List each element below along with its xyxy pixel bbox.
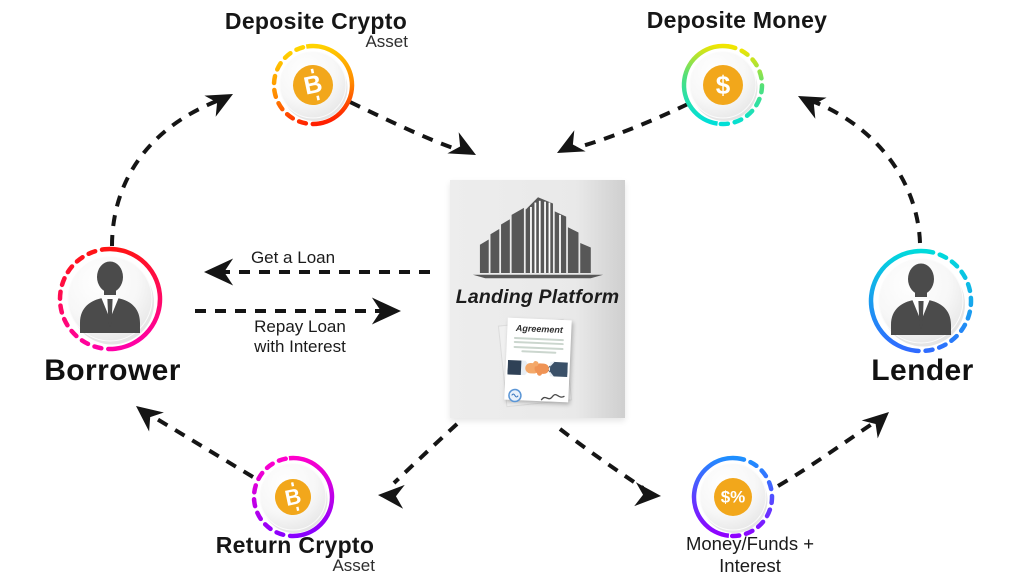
deposit-crypto-label: Deposite Crypto <box>224 8 408 34</box>
dollar-percent-icon: $% <box>691 455 775 539</box>
dollar-icon: $ <box>681 43 765 127</box>
svg-text:$: $ <box>716 70 731 100</box>
arrow-lender-to-deposit-money <box>792 85 922 244</box>
arrow-return-crypto-to-borrower <box>128 396 255 479</box>
stamp-icon <box>507 388 522 403</box>
deposit-crypto-badge: B <box>267 39 359 131</box>
building-icon <box>472 197 603 279</box>
agreement-title: Agreement <box>515 323 563 336</box>
money-funds-label: Money/Funds + Interest <box>645 533 855 577</box>
repay-loan-line1: Repay Loan <box>254 317 346 336</box>
person-icon <box>868 248 974 354</box>
money-funds-badge: $% <box>687 451 779 543</box>
get-a-loan-label: Get a Loan <box>250 248 336 267</box>
deposit-money-badge: $ <box>677 39 769 131</box>
borrower-label: Borrower <box>44 354 181 387</box>
arrow-platform-to-return-crypto <box>377 422 459 509</box>
return-crypto-badge: B <box>247 451 339 543</box>
deposit-crypto-sublabel: Asset <box>365 32 408 51</box>
bitcoin-icon: B <box>271 43 355 127</box>
document-text-lines <box>513 336 564 354</box>
arrow-get-a-loan <box>204 258 434 286</box>
bitcoin-icon: B <box>251 455 335 539</box>
arrow-deposit-money-to-platform <box>551 102 689 164</box>
svg-text:B: B <box>301 69 324 100</box>
svg-text:$%: $% <box>721 488 746 507</box>
person-icon <box>57 246 163 352</box>
lender-badge <box>863 243 979 359</box>
repay-loan-label: Repay Loan with Interest <box>210 317 390 357</box>
money-funds-line2: Interest <box>719 555 781 576</box>
svg-text:B: B <box>283 483 304 511</box>
arrow-repay-loan <box>195 297 401 325</box>
lending-platform-card: Landing Platform Agreement <box>450 180 625 418</box>
deposit-money-label: Deposite Money <box>646 7 828 33</box>
agreement-document: Agreement <box>497 317 572 408</box>
arrow-money-funds-to-lender <box>776 403 898 488</box>
platform-title: Landing Platform <box>455 286 620 308</box>
repay-loan-line2: with Interest <box>254 337 346 356</box>
arrow-deposit-crypto-to-platform <box>349 100 482 166</box>
lender-label: Lender <box>871 354 974 387</box>
signature-icon <box>540 393 565 401</box>
money-funds-line1: Money/Funds + <box>685 533 815 554</box>
arrow-platform-to-money-funds <box>558 427 662 508</box>
arrow-borrower-to-deposit-crypto <box>110 83 239 247</box>
handshake-icon <box>506 359 568 377</box>
borrower-badge <box>52 241 168 357</box>
return-crypto-sublabel: Asset <box>332 556 375 575</box>
